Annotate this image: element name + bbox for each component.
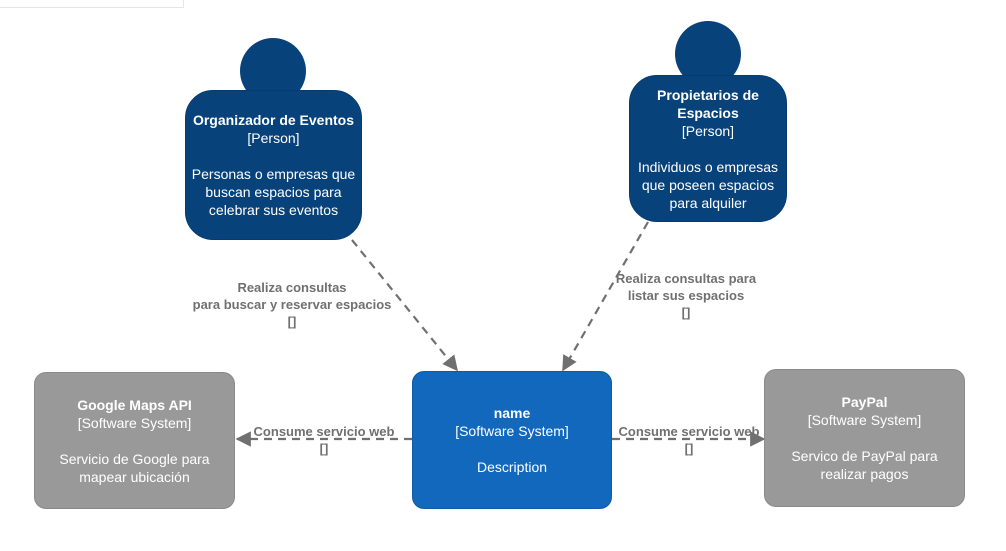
person-title: Organizador de Eventos — [192, 112, 355, 128]
system-description: Description — [476, 459, 548, 475]
relationship-line-propietarios — [562, 221, 649, 372]
system-title: name — [493, 405, 531, 421]
person-propietarios-espacios[interactable]: Propietarios de Espacios [Person] Indivi… — [629, 75, 787, 222]
system-description: Servicio de Google para mapear ubicación — [59, 450, 210, 485]
relationship-label-organizador: Realiza consultas para buscar y reservar… — [182, 279, 402, 330]
system-kind: [Software System] — [807, 412, 922, 428]
relationship-label-propietarios: Realiza consultas para listar sus espaci… — [596, 270, 776, 321]
person-kind: [Person] — [681, 122, 735, 139]
relationship-tech: [] — [684, 441, 694, 456]
software-system-main[interactable]: name [Software System] Description — [412, 371, 612, 509]
relationship-tech: [] — [287, 314, 297, 329]
system-description: Servico de PayPal para realizar pagos — [791, 448, 938, 482]
system-kind: [Software System] — [455, 423, 569, 439]
person-title: Propietarios de Espacios — [657, 86, 759, 121]
relationship-label-line: para buscar y reservar espacios — [192, 297, 392, 312]
person-description: Personas o empresas que buscan espacios … — [191, 166, 356, 218]
relationship-label-line: Consume servicio web — [618, 424, 760, 439]
system-title: PayPal — [841, 394, 888, 410]
external-system-paypal[interactable]: PayPal [Software System] Servico de PayP… — [764, 369, 965, 507]
relationship-label-line: listar sus espacios — [627, 288, 745, 303]
external-system-google-maps[interactable]: Google Maps API [Software System] Servic… — [34, 372, 235, 509]
person-description: Individuos o empresas que poseen espacio… — [637, 158, 779, 211]
top-strip — [0, 0, 184, 8]
relationship-label-line: Realiza consultas — [237, 280, 347, 295]
relationship-label-line: Consume servicio web — [253, 424, 395, 439]
relationship-label-google-maps: Consume servicio web [] — [244, 423, 404, 457]
system-title: Google Maps API — [77, 396, 192, 413]
relationship-label-line: Realiza consultas para — [615, 271, 757, 286]
relationship-tech: [] — [681, 305, 691, 320]
relationship-label-paypal: Consume servicio web [] — [609, 423, 769, 457]
relationship-tech: [] — [319, 441, 329, 456]
person-kind: [Person] — [247, 130, 300, 146]
system-kind: [Software System] — [77, 414, 192, 431]
person-organizador-eventos[interactable]: Organizador de Eventos [Person] Personas… — [185, 90, 362, 240]
